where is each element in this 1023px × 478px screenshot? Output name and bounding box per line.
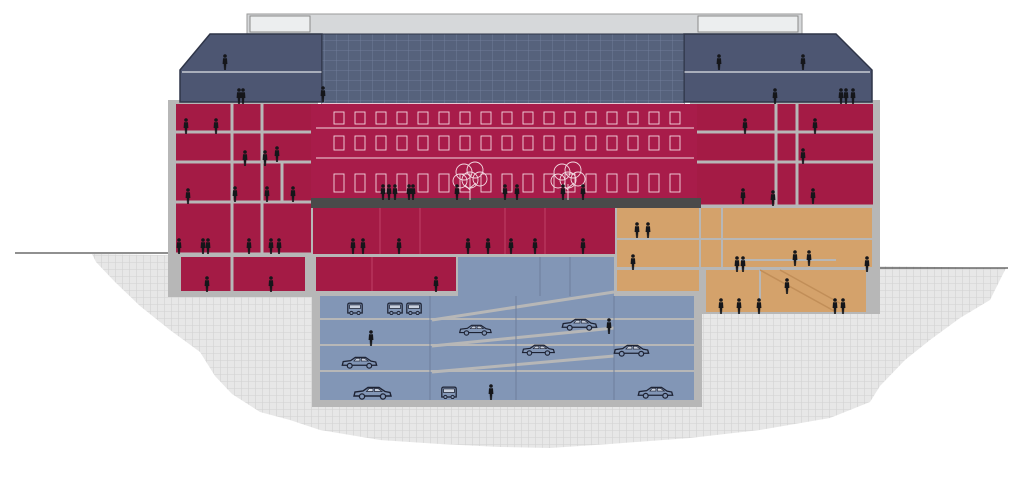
facade-window <box>417 135 429 151</box>
facade-window <box>522 135 534 151</box>
car-outline-icon <box>387 302 403 315</box>
facade-window <box>459 111 471 125</box>
facade-window <box>585 173 597 193</box>
facade-window <box>501 111 513 125</box>
facade-window <box>333 173 345 193</box>
courtyard-windows <box>333 111 681 193</box>
facade-window <box>354 111 366 125</box>
facade-window <box>396 135 408 151</box>
atrium-glass-roof <box>321 33 685 105</box>
facade-window <box>522 111 534 125</box>
basement-red-center <box>316 257 456 291</box>
facade-window <box>396 111 408 125</box>
parking-level-2 <box>320 320 694 344</box>
facade-window <box>501 135 513 151</box>
right-wing-floors <box>697 104 873 206</box>
right-wing-grid <box>697 104 873 208</box>
facade-window <box>585 111 597 125</box>
facade-window <box>543 173 555 193</box>
skylight-frame-right <box>697 15 799 33</box>
facade-window <box>417 111 429 125</box>
orange-wing-upper <box>617 208 872 238</box>
parking-ramp-zone <box>458 257 614 297</box>
mansard-roof-right <box>683 33 873 103</box>
facade-window <box>354 173 366 193</box>
facade-window <box>606 111 618 125</box>
orange-wing-lower-left <box>617 270 699 291</box>
facade-window <box>585 135 597 151</box>
courtyard-facade <box>311 104 697 200</box>
skylight-frame-left <box>249 15 311 33</box>
facade-window <box>438 111 450 125</box>
car-outline-icon <box>347 302 363 315</box>
parking-columns <box>429 257 615 400</box>
parking-ramps <box>431 290 615 374</box>
facade-window <box>648 111 660 125</box>
ground-floor-red-grid <box>379 208 546 254</box>
facade-window <box>648 135 660 151</box>
facade-window <box>543 135 555 151</box>
left-wing-floors <box>176 104 311 254</box>
facade-window <box>480 135 492 151</box>
facade-window <box>354 135 366 151</box>
facade-window <box>669 173 681 193</box>
ground-floor-red-block <box>313 208 615 254</box>
facade-window <box>648 173 660 193</box>
facade-window <box>606 173 618 193</box>
facade-window <box>459 135 471 151</box>
facade-window <box>564 111 576 125</box>
orange-wing-grid <box>699 208 836 300</box>
facade-window <box>438 173 450 193</box>
facade-window <box>333 135 345 151</box>
facade-window <box>627 135 639 151</box>
facade-window <box>417 173 429 193</box>
basement-red-left <box>181 257 305 291</box>
facade-window <box>522 173 534 193</box>
facade-window <box>480 111 492 125</box>
facade-window <box>564 135 576 151</box>
facade-window <box>543 111 555 125</box>
mansard-roof-left <box>179 33 323 103</box>
left-wing-grid <box>176 104 311 256</box>
facade-window <box>333 111 345 125</box>
car-outline-icon <box>406 302 422 315</box>
facade-window <box>606 135 618 151</box>
facade-window <box>669 111 681 125</box>
facade-window <box>438 135 450 151</box>
facade-window <box>627 111 639 125</box>
facade-window <box>396 173 408 193</box>
facade-window <box>480 173 492 193</box>
car-outline-icon <box>441 386 457 399</box>
facade-window <box>669 135 681 151</box>
atrium-floor-slab <box>311 198 701 208</box>
facade-window <box>375 111 387 125</box>
facade-window <box>627 173 639 193</box>
facade-window <box>375 135 387 151</box>
